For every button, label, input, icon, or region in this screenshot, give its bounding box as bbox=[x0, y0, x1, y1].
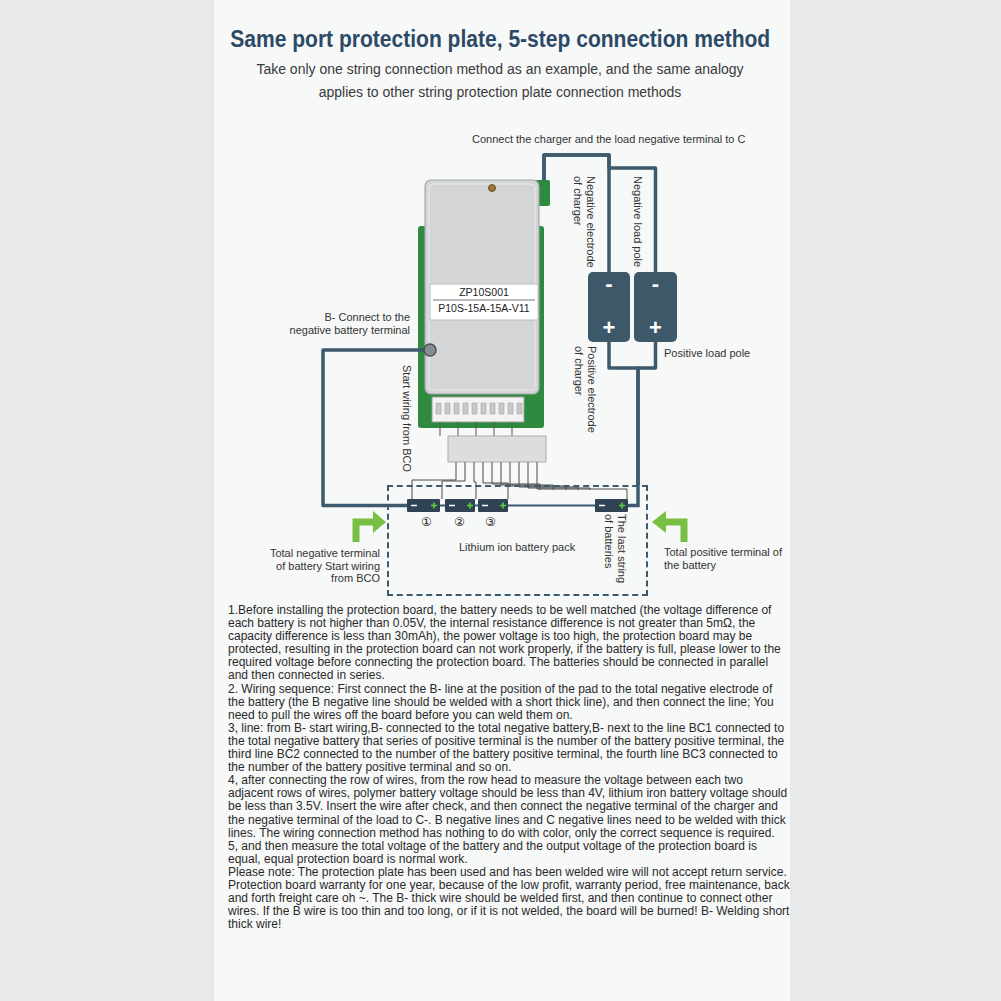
label-holder: Total positive terminal of the battery bbox=[664, 546, 784, 571]
callout-number: ② bbox=[454, 515, 465, 529]
callout-text: B- Connect to the negative battery termi… bbox=[283, 311, 410, 336]
callout-text: Positive electrode of charger bbox=[573, 346, 598, 440]
label-holder: Positive load pole bbox=[664, 347, 750, 360]
socket-pins bbox=[436, 403, 522, 414]
paragraph-holder: 1.Before installing the protection board… bbox=[228, 604, 790, 931]
cell-links bbox=[440, 505, 595, 507]
protection-board-picture bbox=[418, 180, 550, 428]
pointer-head bbox=[652, 511, 666, 533]
node-text: + bbox=[603, 316, 616, 340]
pointer-stem bbox=[665, 522, 684, 542]
wire bbox=[323, 350, 418, 506]
label-holder: Start wiring from BCO bbox=[401, 365, 414, 472]
plug-leads bbox=[440, 422, 512, 436]
protection-board: ZP10S001P10S-15A-15A-V11 bbox=[418, 180, 550, 428]
node-text: + bbox=[649, 316, 662, 340]
pointer-stem bbox=[356, 522, 374, 542]
metal-shield bbox=[425, 180, 539, 394]
green-pointer-left bbox=[356, 511, 386, 542]
node-text: - bbox=[652, 272, 659, 296]
callout-text: Negative electrode of charger bbox=[572, 176, 597, 270]
label-holder: Positive electrode of charger bbox=[573, 346, 598, 440]
wire bbox=[544, 155, 656, 272]
label-rule bbox=[433, 300, 535, 301]
b-minus-pad bbox=[424, 344, 436, 356]
instruction-paragraph: 2. Wiring sequence: First connect the B-… bbox=[228, 683, 790, 722]
callout-text: Positive load pole bbox=[664, 347, 750, 360]
callout-number: ③ bbox=[485, 515, 496, 529]
battery-cells bbox=[407, 499, 628, 512]
balance-wires bbox=[412, 462, 627, 499]
label-holder: The last string of batteries bbox=[603, 514, 628, 594]
mount-hole bbox=[489, 185, 496, 192]
label-holder: ② bbox=[454, 515, 465, 529]
label-holder: ③ bbox=[485, 515, 496, 529]
label-holder: B- Connect to the negative battery termi… bbox=[283, 311, 410, 336]
callout-text: Connect the charger and the load negativ… bbox=[472, 133, 745, 146]
node-text: - bbox=[605, 272, 612, 296]
callout-text: Total negative terminal of battery Start… bbox=[262, 547, 380, 585]
total-positive-lead bbox=[628, 485, 638, 506]
label-holder: Take only one string connection method a… bbox=[250, 58, 750, 104]
wire bbox=[638, 342, 656, 485]
label-holder: ① bbox=[421, 515, 432, 529]
balance-socket bbox=[432, 397, 524, 422]
cell-plus-marks bbox=[431, 503, 625, 509]
cell-minus-marks bbox=[411, 505, 605, 507]
callout-text: Total positive terminal of the battery bbox=[664, 546, 784, 571]
callout-number: ① bbox=[421, 515, 432, 529]
pointer-head bbox=[373, 511, 386, 533]
charger-terminal: -+ bbox=[588, 272, 630, 342]
callout-text: Negative load pole bbox=[632, 176, 645, 267]
green-pointer-right bbox=[652, 511, 684, 542]
wire bbox=[609, 342, 638, 485]
total-negative-lead bbox=[387, 504, 407, 508]
label-holder: Total negative terminal of battery Start… bbox=[262, 547, 380, 585]
instruction-paragraph: 1.Before installing the protection board… bbox=[228, 604, 790, 683]
load-terminal: -+ bbox=[634, 272, 677, 342]
callout-text: The last string of batteries bbox=[603, 514, 628, 594]
label-holder: Negative load pole bbox=[632, 176, 645, 267]
instruction-paragraph: 4, after connecting the row of wires, fr… bbox=[228, 774, 790, 839]
callout-text: Start wiring from BCO bbox=[401, 365, 414, 472]
board-label bbox=[430, 284, 538, 320]
subtitle: Take only one string connection method a… bbox=[250, 58, 750, 104]
node-text: ZP10S001 bbox=[430, 284, 538, 300]
label-holder: Negative electrode of charger bbox=[572, 176, 597, 270]
balance-plug bbox=[448, 436, 546, 462]
instruction-paragraph: 5, and then measure the total voltage of… bbox=[228, 840, 790, 866]
label-holder: Connect the charger and the load negativ… bbox=[472, 133, 745, 146]
wire bbox=[544, 155, 609, 272]
instruction-paragraph: Please note: The protection plate has be… bbox=[228, 866, 790, 931]
title: Same port protection plate, 5-step conne… bbox=[231, 26, 771, 53]
instruction-paragraph: 3, line: from B- start wiring,B- connect… bbox=[228, 722, 790, 774]
node-text: P10S-15A-15A-V11 bbox=[430, 300, 538, 316]
title-holder: Same port protection plate, 5-step conne… bbox=[0, 26, 1001, 53]
